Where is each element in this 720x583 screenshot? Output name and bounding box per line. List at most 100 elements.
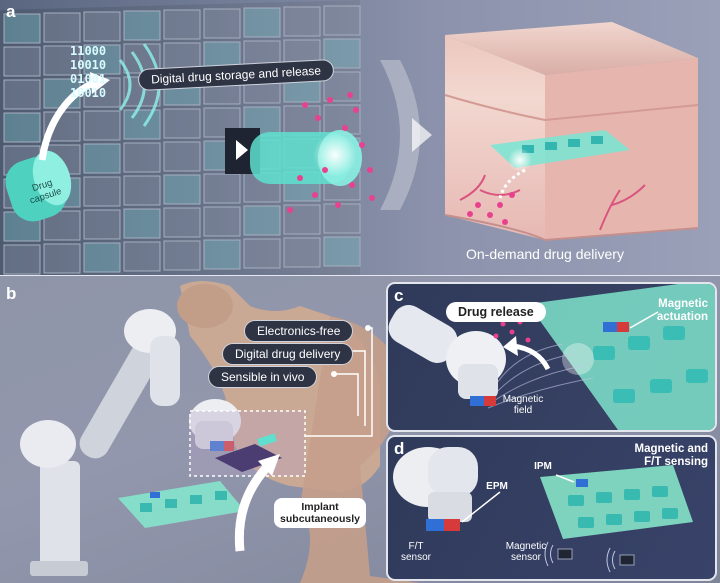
flow-chevron-icon: [380, 60, 420, 210]
storage-cell: [83, 143, 121, 174]
storage-cell: [203, 173, 241, 204]
skin-cube: [444, 22, 699, 242]
panel-a-illustration: [0, 0, 699, 276]
storage-cell: [203, 206, 241, 237]
storage-cell: [243, 205, 281, 236]
skin-drug-particles: [467, 192, 515, 225]
drug-particle: [497, 202, 503, 208]
panel-c: c Drug release Magnetic actuation Magnet…: [386, 282, 717, 432]
magnetic-actuation-label: Magnetic actuation: [656, 298, 708, 323]
drug-particle: [315, 115, 321, 121]
storage-cell: [163, 240, 201, 271]
panel-a-label: a: [6, 2, 16, 21]
storage-cell: [123, 109, 161, 140]
panel-c-label: c: [394, 286, 404, 305]
drug-particle: [475, 202, 481, 208]
drug-particle: [359, 142, 365, 148]
storage-cell: [123, 241, 161, 272]
upload-arrow-icon: [38, 78, 98, 161]
storage-cell: [123, 208, 161, 239]
drug-particle: [487, 212, 493, 218]
drug-particle: [327, 97, 333, 103]
panel-c-particles: [493, 319, 531, 343]
ipm-label: IPM: [534, 461, 552, 472]
drug-particle: [353, 107, 359, 113]
drug-particle: [367, 167, 373, 173]
storage-cell: [163, 108, 201, 139]
epm-label: EPM: [486, 481, 508, 492]
storage-cell: [203, 239, 241, 270]
drug-particle: [369, 195, 375, 201]
storage-cell: [3, 79, 41, 110]
drug-particle: [502, 219, 508, 225]
panel-c-robot-head: [388, 305, 506, 406]
storage-cell: [3, 244, 41, 275]
feature-pill-2: Sensible in vivo: [208, 366, 318, 388]
robot-arm: [20, 309, 241, 576]
drug-particle: [342, 125, 348, 131]
drug-capsule: [5, 150, 72, 222]
binary-line: 10010: [70, 86, 107, 100]
storage-cell: [83, 44, 121, 75]
storage-cell: [323, 5, 361, 36]
implant-arrow-icon: [234, 462, 272, 552]
drug-particles: [287, 92, 375, 213]
storage-cell: [43, 12, 81, 43]
implant-device-large: [118, 481, 245, 528]
drug-release-pill: Drug release: [446, 302, 546, 322]
panel-c-implant: [528, 284, 715, 430]
storage-cell: [123, 10, 161, 41]
storage-cell: [83, 242, 121, 273]
storage-cell: [83, 11, 121, 42]
implant-label: Implant subcutaneously: [274, 498, 366, 528]
storage-cell: [163, 207, 201, 238]
storage-cell: [283, 204, 321, 235]
drug-particle: [297, 175, 303, 181]
panel-a: a Digital drug storage and release 11000…: [0, 0, 720, 276]
storage-cell: [163, 174, 201, 205]
storage-cell: [323, 203, 361, 234]
drug-particle: [347, 92, 353, 98]
released-capsule: [250, 130, 362, 186]
drug-particle: [287, 207, 293, 213]
drug-particle: [312, 192, 318, 198]
drug-particle: [509, 192, 515, 198]
skin-patch: [215, 444, 282, 472]
magnetic-sensor-label: Magnetic sensor: [505, 541, 547, 563]
storage-cell: [3, 46, 41, 77]
storage-cell: [3, 112, 41, 143]
storage-cell: [83, 110, 121, 141]
release-arrow-icon: [236, 140, 248, 160]
panel-b: b Electronics-free Digital drug delivery…: [0, 276, 720, 583]
storage-cell: [123, 142, 161, 173]
panel-d-robot-head: [393, 447, 478, 531]
delivery-caption: On-demand drug delivery: [466, 246, 624, 262]
drug-particle: [302, 102, 308, 108]
drug-particle: [525, 337, 531, 343]
storage-cell: [43, 45, 81, 76]
binary-line: 01001: [70, 72, 107, 86]
storage-cell: [243, 238, 281, 269]
storage-cell: [203, 8, 241, 39]
storage-cell: [283, 237, 321, 268]
storage-cell: [123, 175, 161, 206]
feature-pill-1: Digital drug delivery: [222, 343, 354, 365]
panel-d-implant: [540, 465, 693, 539]
storage-cell: [83, 176, 121, 207]
storage-cell: [243, 7, 281, 38]
drug-particle: [467, 211, 473, 217]
panel-b-label: b: [6, 284, 17, 303]
storage-cell: [283, 105, 321, 136]
storage-cell: [3, 13, 41, 44]
storage-cell: [323, 236, 361, 267]
drug-particle: [500, 321, 506, 327]
magnetic-field-label: Magnetic field: [502, 394, 544, 416]
storage-cell: [283, 6, 321, 37]
panel-d: d Magnetic and F/T sensing IPM EPM F/T s…: [386, 435, 717, 581]
binary-line: 10010: [70, 58, 107, 72]
panel-d-illustration: [393, 447, 693, 573]
drug-particle: [322, 167, 328, 173]
panel-d-label: d: [394, 439, 405, 458]
storage-cell: [163, 9, 201, 40]
